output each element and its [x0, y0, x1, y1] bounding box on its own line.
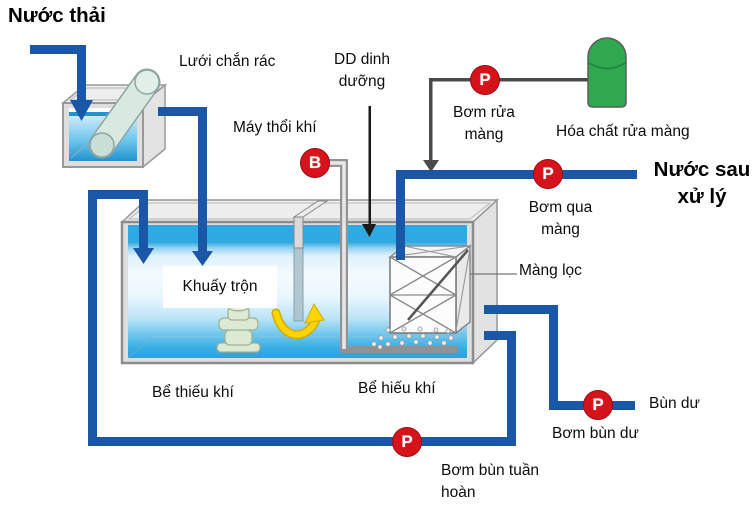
air-blower-label: Máy thổi khí: [233, 119, 317, 136]
permeate-pump-label: Bơm qua màng: [528, 199, 593, 239]
nutrient-line: [362, 106, 376, 237]
aerobic-tank-label: Bể hiếu khí: [358, 380, 436, 397]
influent-label: Nước thải: [8, 4, 106, 27]
air-diffuser: [340, 326, 458, 353]
permeate-pipe: [396, 170, 637, 260]
wash-pump-badge: P: [470, 65, 500, 95]
nutrient-label: DD dinh dưỡng: [334, 51, 390, 91]
anoxic-tank-label: Bể thiếu khí: [152, 384, 234, 401]
membrane-module: [388, 244, 517, 335]
recirculation-pump-badge: P: [392, 427, 422, 457]
blower-badge: B: [300, 148, 330, 178]
air-pipe: [326, 159, 348, 349]
excess-sludge-pump-badge: P: [583, 390, 613, 420]
permeate-pump-badge: P: [533, 159, 563, 189]
recirculation-pipe: [88, 190, 516, 446]
screen-outlet-pipe: [158, 107, 213, 266]
chemical-tank: [587, 37, 627, 108]
excess-sludge-pipe: [484, 305, 635, 410]
wash-pump-label: Bơm rửa màng: [453, 104, 515, 144]
wash-chemical-label: Hóa chất rửa màng: [556, 123, 690, 140]
recirculation-pump-label: Bơm bùn tuần hoàn: [441, 462, 540, 502]
influent-pipe: [30, 45, 93, 121]
screen-tank: [60, 68, 168, 169]
wash-chemical-line: [423, 78, 590, 172]
mixing-flow-arrow: [271, 302, 325, 340]
excess-sludge-pump-label: Bơm bùn dư: [552, 425, 639, 442]
screen-roller: [88, 68, 161, 159]
divider-wall: [292, 200, 329, 322]
membrane-label: Màng lọc: [519, 262, 582, 279]
air-bubbles: [371, 326, 454, 350]
effluent-label: Nước sau xử lý: [653, 158, 751, 208]
mixing-label: Khuấy trộn: [182, 278, 258, 295]
mixing-label-box: Khuấy trộn: [163, 266, 277, 308]
excess-sludge-label: Bùn dư: [649, 395, 700, 412]
mixer: [216, 302, 261, 353]
screen-filter-label: Lưới chắn rác: [179, 53, 276, 70]
